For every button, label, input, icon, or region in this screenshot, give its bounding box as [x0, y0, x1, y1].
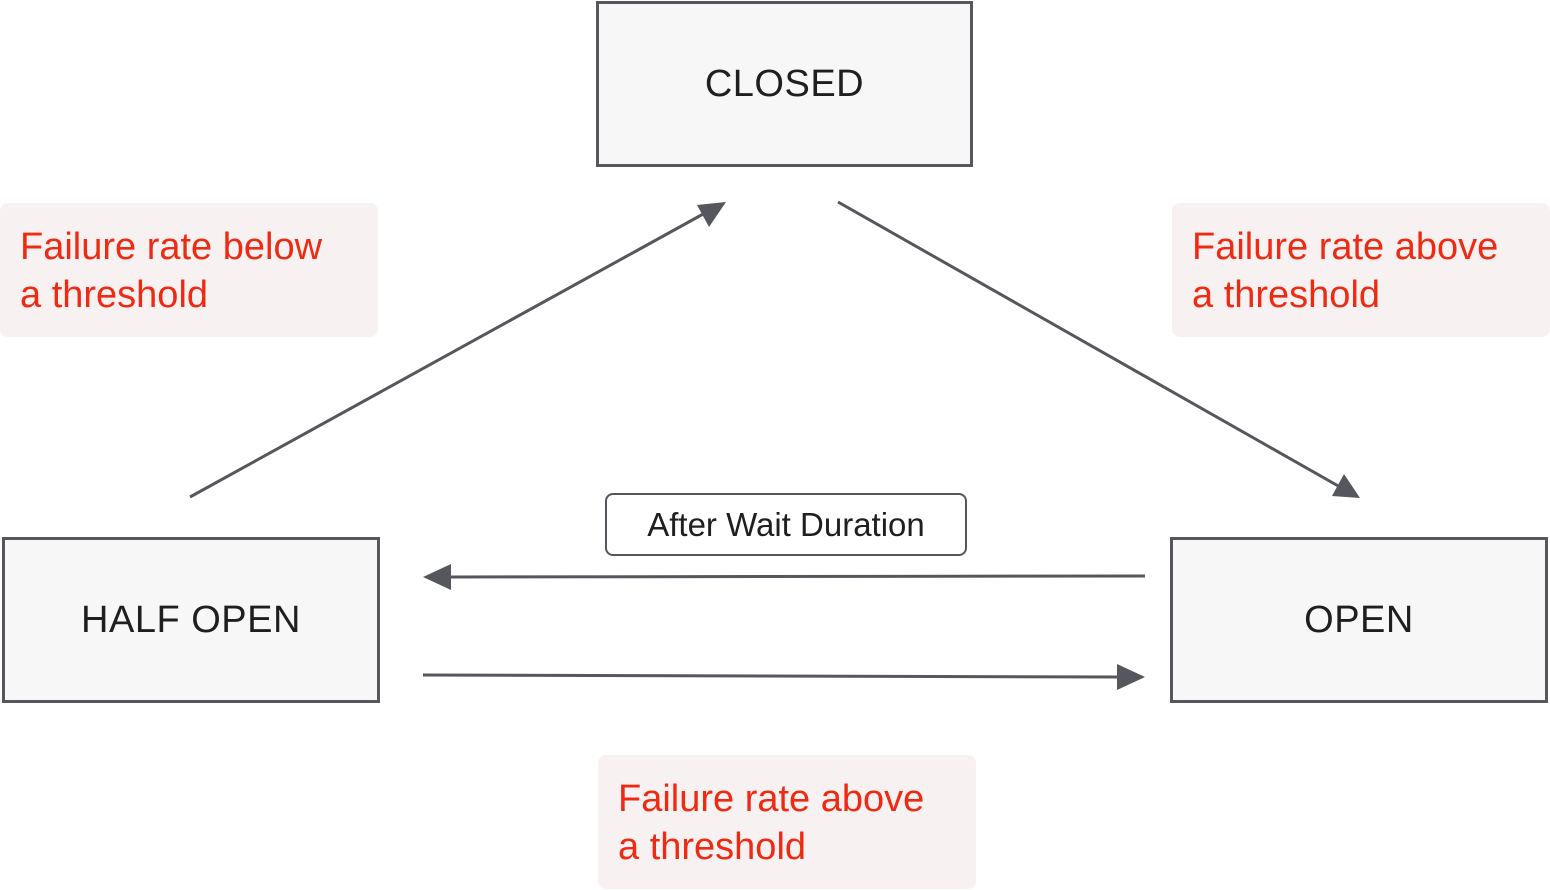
state-half-open: HALF OPEN — [2, 537, 380, 703]
arrow-closed-to-open — [837, 200, 1360, 498]
edge-label-after-wait-duration: After Wait Duration — [605, 493, 967, 556]
note-failure-rate-above-right: Failure rate above a threshold — [1172, 203, 1550, 337]
arrow-half-open-to-open — [422, 664, 1145, 690]
note-failure-rate-above-bottom: Failure rate above a threshold — [598, 755, 976, 889]
state-closed-label: CLOSED — [704, 62, 865, 105]
state-closed: CLOSED — [596, 1, 973, 167]
state-half-open-label: HALF OPEN — [81, 598, 301, 641]
state-open-label: OPEN — [1304, 598, 1414, 641]
arrow-half-open-to-closed — [189, 202, 726, 499]
arrow-open-to-half-open — [423, 564, 1146, 590]
note-failure-rate-below: Failure rate below a threshold — [0, 203, 378, 337]
edge-label-text: After Wait Duration — [647, 505, 925, 543]
state-open: OPEN — [1170, 537, 1548, 703]
